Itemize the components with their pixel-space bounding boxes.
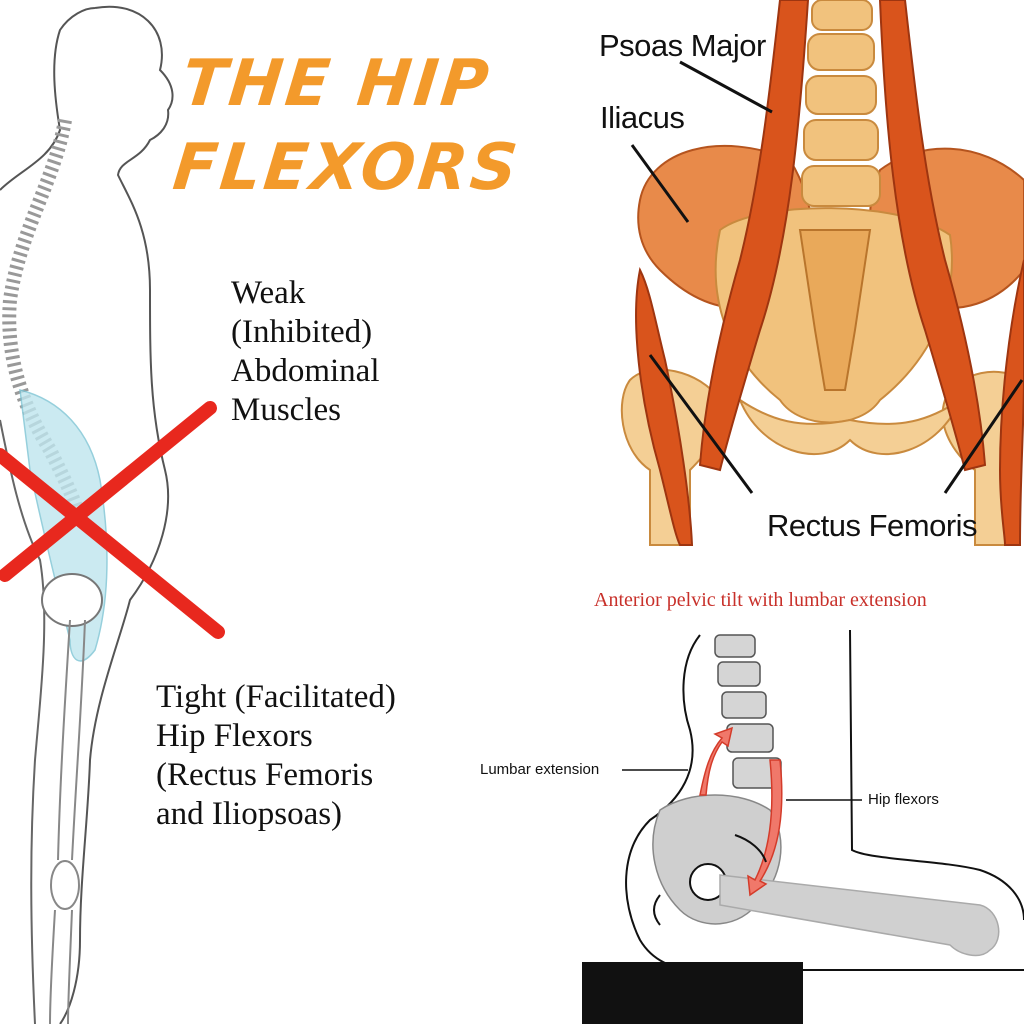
tight-hip-line-2: Hip Flexors	[156, 718, 313, 754]
weak-abs-line-3: Abdominal	[231, 353, 380, 389]
hip-flexors-label: Hip flexors	[868, 791, 939, 808]
lumbar-vertebrae	[801, 0, 881, 207]
tight-hip-line-4: and Iliopsoas)	[156, 796, 343, 832]
left-psoas-major	[698, 0, 810, 472]
tight-hip-flexors-label: Tight (Facilitated) Hip Flexors (Rectus …	[156, 678, 396, 834]
back-outline	[849, 629, 1024, 921]
rectus-femoris-label: Rectus Femoris	[767, 508, 978, 543]
right-rectus-femoris	[998, 259, 1024, 546]
body-outline	[0, 5, 174, 1024]
iliacus-leader-line	[630, 144, 690, 223]
weak-abs-line-1: Weak	[231, 275, 306, 311]
psoas-leader-line	[679, 60, 773, 114]
left-rectus-femoris	[635, 266, 694, 546]
tight-hip-line-1: Tight (Facilitated)	[156, 679, 396, 715]
sacrum	[798, 229, 872, 391]
body-back-outline	[0, 419, 46, 1024]
pelvis-anatomy-illustration	[620, 0, 1024, 546]
seated-body-outline	[625, 634, 1024, 971]
thigh-bone	[719, 874, 1000, 957]
chair	[582, 962, 803, 1024]
knee	[50, 860, 80, 910]
rotation-arrow-bottom	[653, 894, 661, 926]
right-psoas-major	[878, 0, 987, 472]
femur	[57, 619, 86, 861]
tight-hip-line-3: (Rectus Femoris	[156, 757, 374, 793]
shin	[49, 909, 73, 1024]
iliacus-label: Iliacus	[600, 100, 685, 135]
cross-stroke-b	[0, 401, 217, 582]
lumbar-extension-label: Lumbar extension	[480, 761, 600, 778]
rectus-leader-line-right	[943, 379, 1024, 494]
tilt-caption: Anterior pelvic tilt with lumbar extensi…	[594, 589, 927, 611]
weak-abs-label: Weak (Inhibited) Abdominal Muscles	[231, 274, 379, 430]
psoas-major-label: Psoas Major	[599, 28, 766, 63]
pelvis	[41, 573, 103, 627]
rectus-leader-line-left	[648, 354, 754, 494]
spine	[2, 118, 87, 522]
lumbar-extension-arrow	[699, 726, 734, 796]
rotation-arrow-top	[734, 834, 767, 863]
weak-abs-line-4: Muscles	[231, 392, 341, 428]
cross-stroke-a	[0, 448, 225, 639]
weak-abs-line-2: (Inhibited)	[231, 314, 373, 350]
lumbar-spine	[714, 634, 782, 789]
hip-flexor-arrow	[747, 759, 783, 897]
